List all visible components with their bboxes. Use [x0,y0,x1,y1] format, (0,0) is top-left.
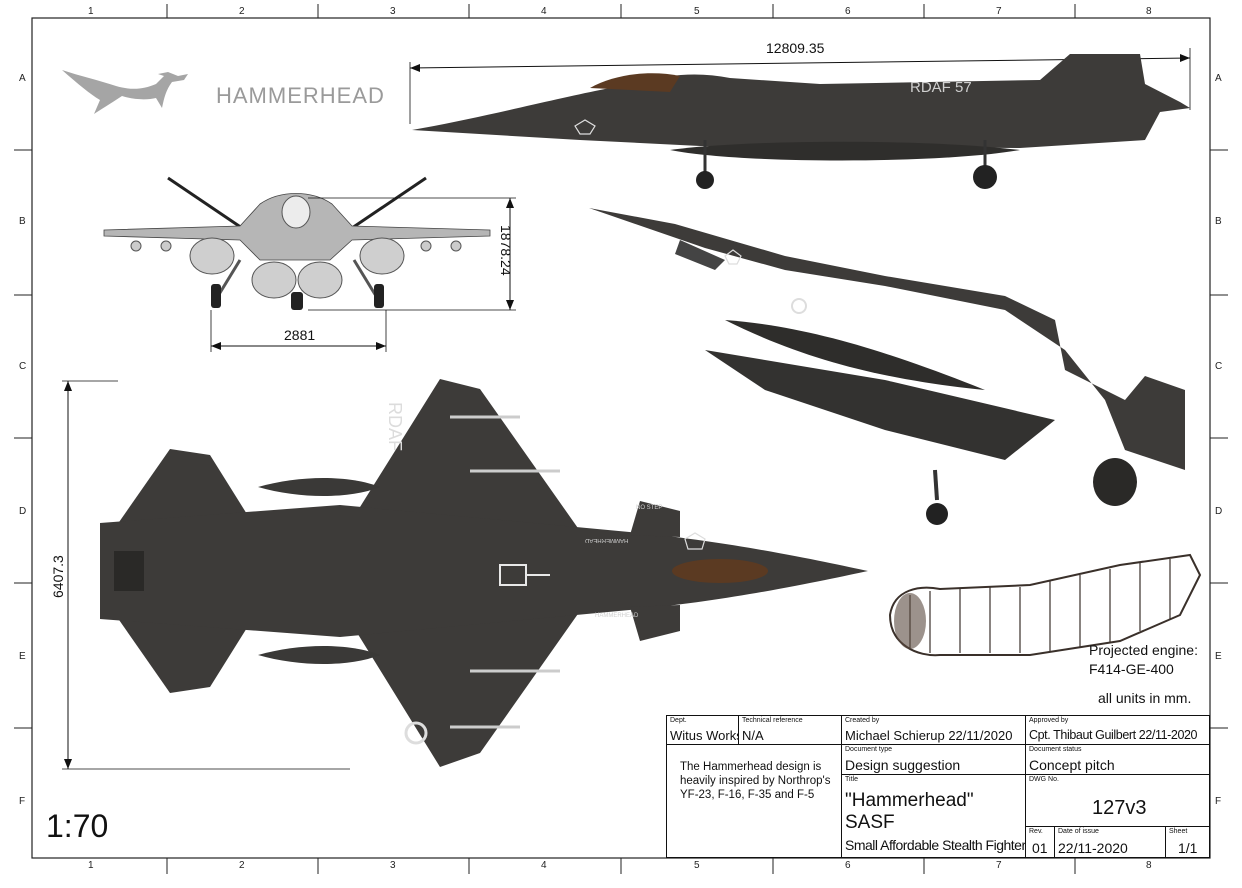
column-label: 4 [541,860,547,871]
date-value: 22/11-2020 [1058,840,1128,856]
created-by-label: Created by [845,717,880,724]
title-line1: "Hammerhead" [845,790,974,811]
roundel-text-side: RDAF 57 [910,79,972,96]
column-label: 3 [390,6,396,17]
tech-ref-cell: Technical reference N/A [738,715,842,745]
roundel-text-top: RDAF [385,402,405,451]
column-label: 5 [694,860,700,871]
front-view [103,176,516,352]
column-label: 6 [845,860,851,871]
row-label: E [1215,651,1222,662]
rev-value: 01 [1032,840,1048,856]
row-label: A [19,73,26,84]
doc-status-label: Document status [1029,746,1082,753]
dept-cell: Dept. Witus Works [666,715,739,745]
column-label: 7 [996,860,1002,871]
column-label: 2 [239,860,245,871]
approved-by-value: Cpt. Thibaut Guilbert 22/11-2020 [1029,728,1198,742]
sheet-label: Sheet [1169,828,1188,835]
title-cell: Title "Hammerhead" SASF Small Affordable… [841,774,1026,858]
doc-status-cell: Document status Concept pitch [1025,744,1210,775]
created-by-cell: Created by Michael Schierup 22/11/2020 [841,715,1026,745]
column-label: 6 [845,6,851,17]
rev-label: Rev. [1029,828,1043,835]
dwg-cell: DWG No. 127v3 [1025,774,1210,827]
column-label: 2 [239,6,245,17]
dimension-length: 12809.35 [766,40,825,56]
logo-text: HAMMERHEAD [216,83,385,108]
dept-label: Dept. [670,717,687,724]
hammerhead-shark-icon [62,70,188,114]
engine-note-line1: Projected engine: [1089,642,1198,658]
column-label: 8 [1146,860,1152,871]
date-cell: Date of issue 22/11-2020 [1054,826,1166,858]
engine-note-line2: F414-GE-400 [1089,661,1174,677]
inspiration-text: The Hammerhead design is heavily inspire… [680,761,831,801]
row-label: F [19,796,26,807]
dwg-value: 127v3 [1092,797,1147,819]
row-label: C [1215,361,1223,372]
dwg-label: DWG No. [1029,776,1059,783]
column-label: 5 [694,6,700,17]
rev-cell: Rev. 01 [1025,826,1055,858]
row-label: F [1215,796,1222,807]
row-label: B [1215,216,1222,227]
row-label: D [1215,506,1223,517]
column-label: 1 [88,860,94,871]
dimension-height: 1878.24 [498,225,514,276]
date-label: Date of issue [1058,828,1099,835]
title-label: Title [845,776,858,783]
row-label: A [1215,73,1222,84]
no-step-label: NO STEP [636,505,663,511]
engine-illustration [888,553,1202,657]
sheet-cell: Sheet 1/1 [1165,826,1210,858]
column-label: 3 [390,860,396,871]
title-line3: Small Affordable Stealth Fighter [845,837,1026,853]
scale-label: 1:70 [46,808,109,844]
column-label: 7 [996,6,1002,17]
dept-value: Witus Works [670,728,739,743]
row-label: E [19,651,26,662]
top-view [62,379,868,770]
approved-by-label: Approved by [1029,717,1069,724]
tech-ref-label: Technical reference [742,717,803,724]
approved-by-cell: Approved by Cpt. Thibaut Guilbert 22/11-… [1025,715,1210,745]
tech-ref-value: N/A [742,728,764,743]
row-label: B [19,216,26,227]
units-note: all units in mm. [1098,690,1192,706]
column-label: 8 [1146,6,1152,17]
title-line2: SASF [845,812,895,833]
row-label: D [19,506,27,517]
column-label: 4 [541,6,547,17]
row-label: C [19,361,27,372]
hammerhead-label-top: HAMMERHEAD [585,537,629,543]
column-label: 1 [88,6,94,17]
sheet-value: 1/1 [1178,840,1198,856]
doc-type-label: Document type [845,746,893,753]
doc-status-value: Concept pitch [1029,757,1115,773]
doc-type-cell: Document type Design suggestion [841,744,1026,775]
perspective-view [589,208,1185,525]
side-view [409,48,1191,189]
hammerhead-label-bottom: HAMMERHEAD [595,613,639,619]
doc-type-value: Design suggestion [845,757,961,773]
created-by-value: Michael Schierup 22/11/2020 [845,728,1013,743]
dimension-span: 6407.3 [50,555,66,598]
dimension-track: 2881 [284,327,316,343]
